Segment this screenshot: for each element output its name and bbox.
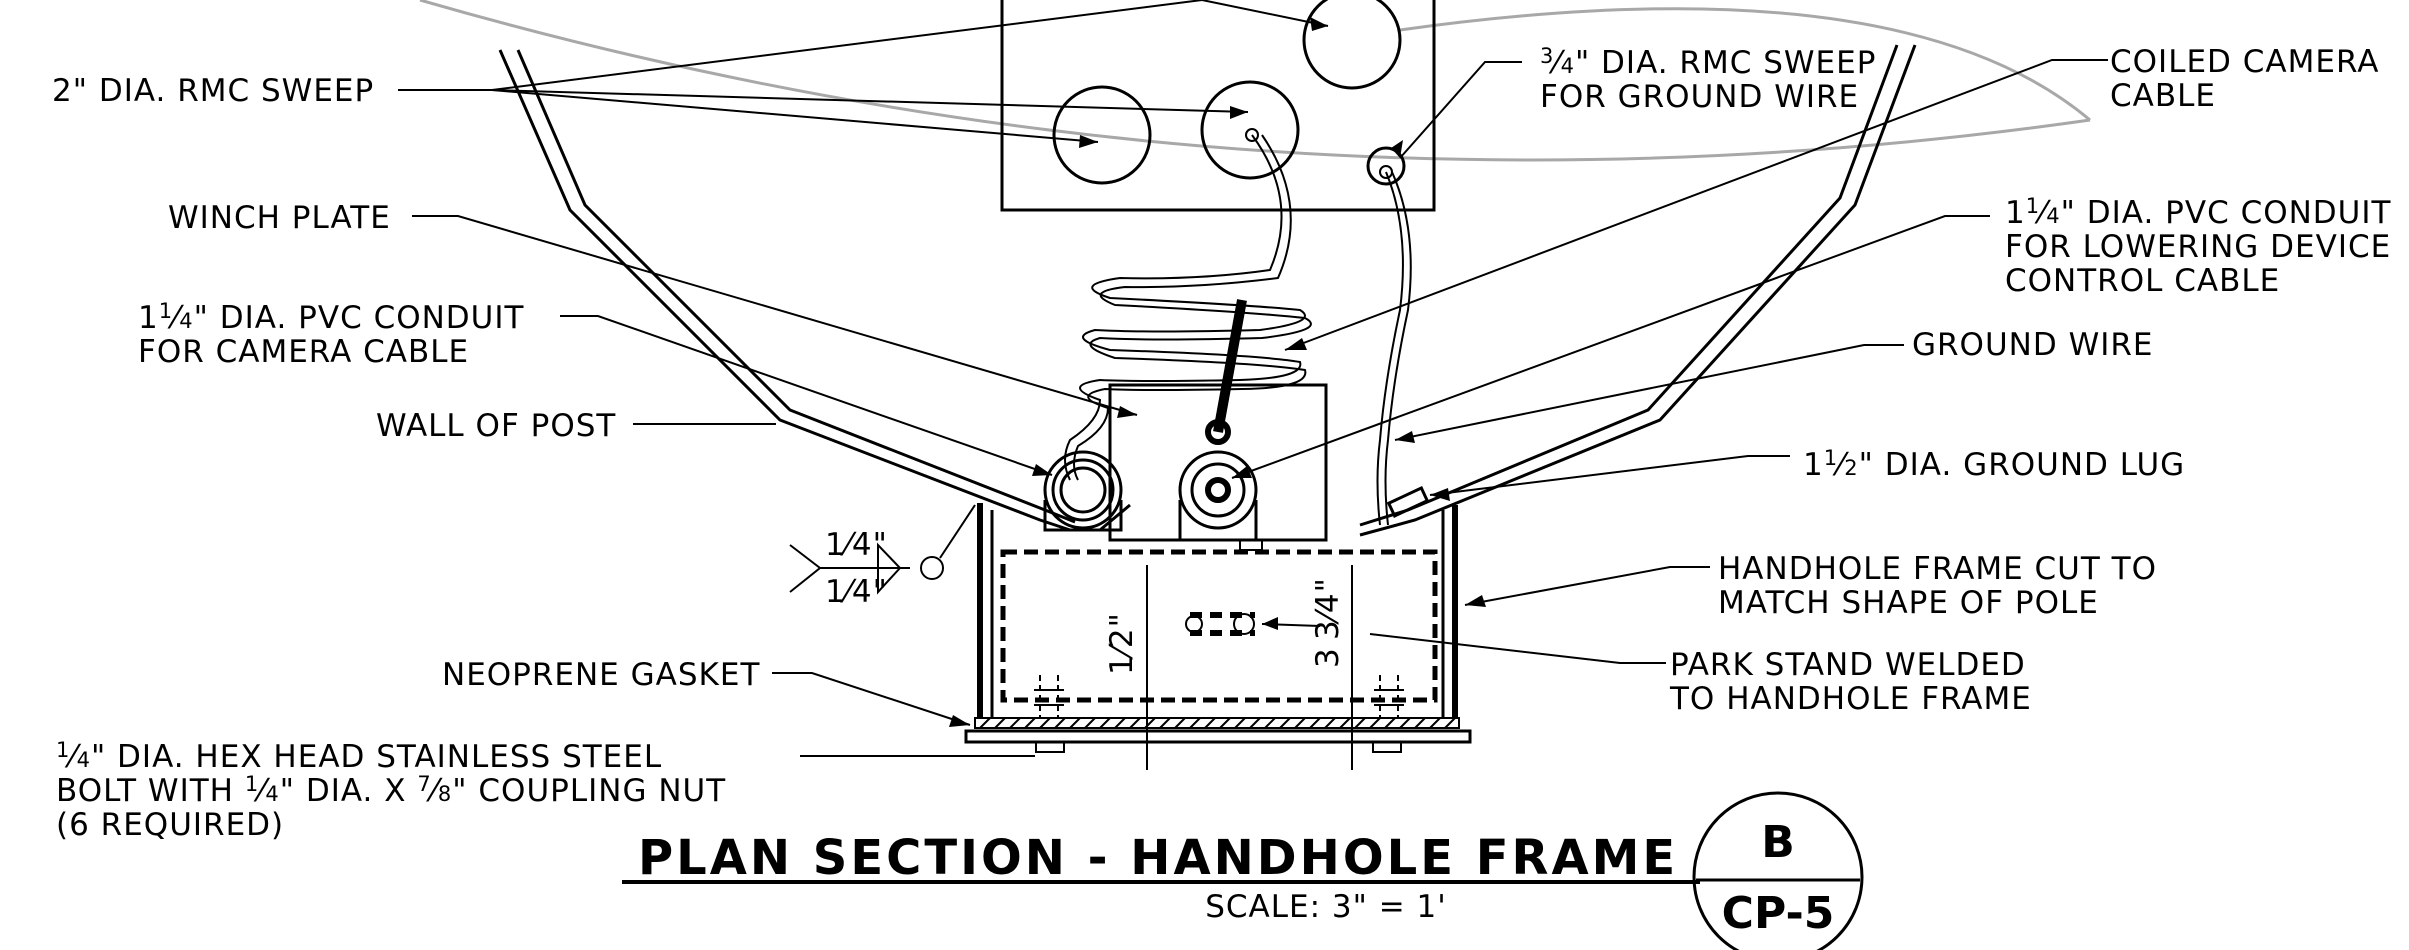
bolt-left [1034, 675, 1065, 753]
pvc-camera-inner [1059, 466, 1107, 514]
label-pvc-camera-l1: 11⁄4" DIA. PVC CONDUIT [138, 299, 525, 336]
sweep-box [1000, 0, 1436, 212]
wall-of-post-left-outer [498, 49, 1071, 532]
ground-lug [1386, 486, 1430, 518]
label-neoprene-gasket: NEOPRENE GASKET [442, 657, 760, 693]
ground-wire-line [1376, 171, 1404, 526]
pvc-lowering-mid [1190, 462, 1246, 518]
dim-half: 1⁄2" [1104, 612, 1140, 675]
label-winch-plate: WINCH PLATE [168, 200, 391, 236]
label-coiled-camera-l1: COILED CAMERA [2110, 44, 2379, 80]
label-pvc-lowering-l1: 11⁄4" DIA. PVC CONDUIT [2005, 194, 2392, 231]
base-plate [964, 729, 1472, 744]
wall-of-post-right-inner [1359, 44, 1899, 527]
label-ground-wire: GROUND WIRE [1912, 327, 2154, 363]
weld-symbol: 1⁄4" 1⁄4" [789, 504, 976, 610]
wall-of-post-left-inner [516, 49, 1076, 524]
label-rmc-sweep-2in: 2" DIA. RMC SWEEP [52, 73, 374, 109]
pvc-lowering-outer [1178, 450, 1258, 530]
label-handhole-cut-l2: MATCH SHAPE OF POLE [1718, 585, 2099, 621]
pole-outline-arc [419, 0, 2091, 162]
arrowheads [949, 17, 1486, 727]
dim-three-quarter: 3 [1310, 647, 1346, 668]
label-bolt-l3: (6 REQUIRED) [56, 807, 284, 843]
pvc-lowering-inner [1205, 477, 1231, 503]
winch-hub [1205, 419, 1231, 445]
drawing-title: PLAN SECTION - HANDHOLE FRAME [638, 830, 1678, 886]
rmc-sweep-circle-top [1302, 0, 1402, 90]
ground-sweep-circle [1366, 146, 1406, 186]
neoprene-gasket [974, 717, 1460, 729]
rmc-sweep-circle-center [1200, 80, 1300, 180]
pvc-lowering-tab [1239, 539, 1263, 551]
label-park-stand-l1: PARK STAND WELDED [1670, 647, 2026, 683]
label-wall-of-post: WALL OF POST [376, 408, 616, 444]
gasket-hatch [979, 717, 1456, 729]
coiled-camera-cable-2 [1073, 134, 1312, 481]
camera-cable-end [1245, 128, 1259, 142]
section-reference: B CP-5 [1692, 791, 1864, 950]
pvc-camera-clamp [1043, 500, 1123, 532]
label-rmc-ground-l1: 3⁄4" DIA. RMC SWEEP [1540, 44, 1876, 81]
rmc-sweep-circle-left [1052, 85, 1152, 185]
pvc-camera-tab [1099, 503, 1131, 532]
label-park-stand-l2: TO HANDHOLE FRAME [1669, 681, 2032, 717]
label-ground-lug: 11⁄2" DIA. GROUND LUG [1803, 446, 2185, 483]
label-bolt-l1: 1⁄4" DIA. HEX HEAD STAINLESS STEEL [56, 738, 662, 775]
bolt-right [1372, 675, 1404, 753]
park-stand-dashed [1000, 549, 1438, 703]
ground-wire-line-2 [1384, 171, 1412, 526]
coiled-camera-cable [1064, 134, 1306, 481]
pvc-camera-outer [1043, 450, 1123, 530]
label-pvc-lowering-l2: FOR LOWERING DEVICE [2005, 229, 2391, 265]
detail-id: B [1761, 817, 1795, 868]
label-bolt-l2: BOLT WITH 1⁄4" DIA. X 7⁄8" COUPLING NUT [56, 772, 726, 809]
pvc-lowering-clamp [1178, 500, 1258, 542]
wall-of-post-right-outer [1359, 44, 1917, 537]
label-rmc-ground-l2: FOR GROUND WIRE [1540, 79, 1859, 115]
label-coiled-camera-l2: CABLE [2110, 78, 2216, 114]
pvc-camera-mid [1051, 458, 1115, 522]
drawing-scale: SCALE: 3" = 1' [1205, 889, 1447, 925]
dim-three-quarter-frac: 3⁄4" [1310, 577, 1346, 640]
weld-size-bottom: 1⁄4" [825, 574, 888, 610]
sheet-id: CP-5 [1722, 888, 1835, 939]
pole-outline-arc-right [1399, 7, 2091, 122]
weld-size-top: 1⁄4" [825, 527, 888, 563]
park-stand-eye [1185, 612, 1255, 636]
label-pvc-lowering-l3: CONTROL CABLE [2005, 263, 2280, 299]
winch-handle [1213, 299, 1247, 433]
label-pvc-camera-l2: FOR CAMERA CABLE [138, 334, 469, 370]
leaders [398, 0, 2108, 757]
label-handhole-cut-l1: HANDHOLE FRAME CUT TO [1718, 551, 2157, 587]
